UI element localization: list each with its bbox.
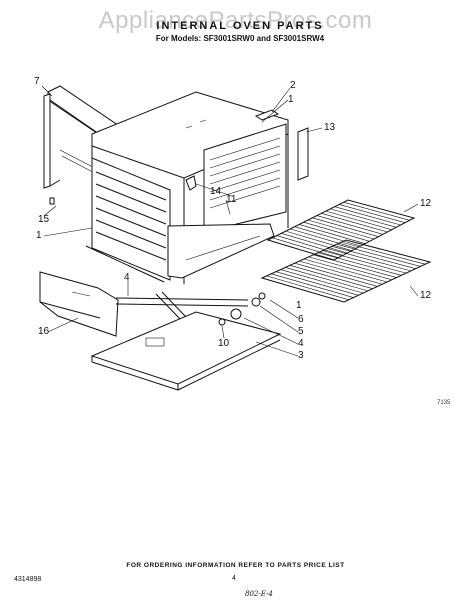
rack-wire [285,230,352,251]
rack-wire [266,275,349,301]
rack-wire [321,213,388,233]
rack-wire [299,260,383,285]
callout-6: 6 [298,314,304,325]
watermark: AppliancePartsPros.com [98,7,373,34]
page-number: 4 [232,575,236,582]
rack-wire [334,206,401,226]
rack-wire [317,252,402,276]
callout-4-right: 4 [298,338,304,349]
callout-10: 10 [218,338,230,349]
trim-strip [297,127,309,181]
rack-wire [312,217,379,237]
callout-1-upper: 1 [288,94,294,105]
burner-valve-parts [218,292,266,326]
diagram-reference: 7135 [437,400,451,406]
rack-wire [275,271,359,296]
callout-12-lower: 12 [420,290,432,301]
rack-wire [285,267,368,292]
callout-7: 7 [34,76,40,87]
callout-11: 11 [226,194,237,205]
rack-wire [313,254,397,278]
rack-wire [316,215,383,235]
diagram-title: INTERNAL OVEN PARTS [156,20,324,32]
bracket [185,175,197,191]
rack-wire [276,235,343,256]
callout-15: 15 [38,214,50,225]
callout-1-right: 1 [296,300,302,311]
front-trim [39,271,119,337]
rack-wire [331,246,416,269]
callout-4-left: 4 [124,272,130,283]
callout-5: 5 [298,326,304,337]
rack-wire [339,204,406,223]
ordering-info-footer: FOR ORDERING INFORMATION REFER TO PARTS … [126,562,345,569]
document-part-number: 4314898 [14,576,42,583]
rack-wire [281,233,348,254]
rack-wire [294,226,361,247]
rack-wire [307,219,375,240]
callout-2: 2 [290,80,296,91]
left-side-panel [85,157,171,283]
rack-wire [327,248,411,272]
rack-wire [322,250,407,274]
callout-12-upper: 12 [420,198,432,209]
rack-wire [290,228,357,249]
rack-wire [330,208,397,228]
rack-wire [336,243,421,267]
vent [254,109,280,121]
rack-wire [294,262,378,287]
callout-13: 13 [324,122,336,133]
oven-bottom [167,223,275,279]
rack-wire [343,201,410,221]
oven-rack-lower [260,239,432,303]
leader-lines [41,85,419,357]
rack-wire [289,265,373,289]
model-list: For Models: SF3001SRW0 and SF3001SRW4 [155,34,325,43]
rack-wire [303,221,370,242]
callout-3: 3 [298,350,304,361]
rack-wire [308,256,392,281]
callout-14: 14 [210,186,222,197]
rack-wire [303,258,388,283]
rack-wire [341,241,426,265]
handwritten-note: 802-E-4 [245,590,273,598]
rack-wire [272,237,339,258]
oven-rack-upper [266,199,416,261]
rack-wire [271,273,354,298]
callout-16: 16 [38,326,50,337]
rack-wire [280,269,364,294]
rack-wire [299,224,366,244]
rack-wire [325,210,392,230]
screw [49,197,55,205]
callout-1-left: 1 [36,230,42,241]
bottom-tray [90,311,282,391]
